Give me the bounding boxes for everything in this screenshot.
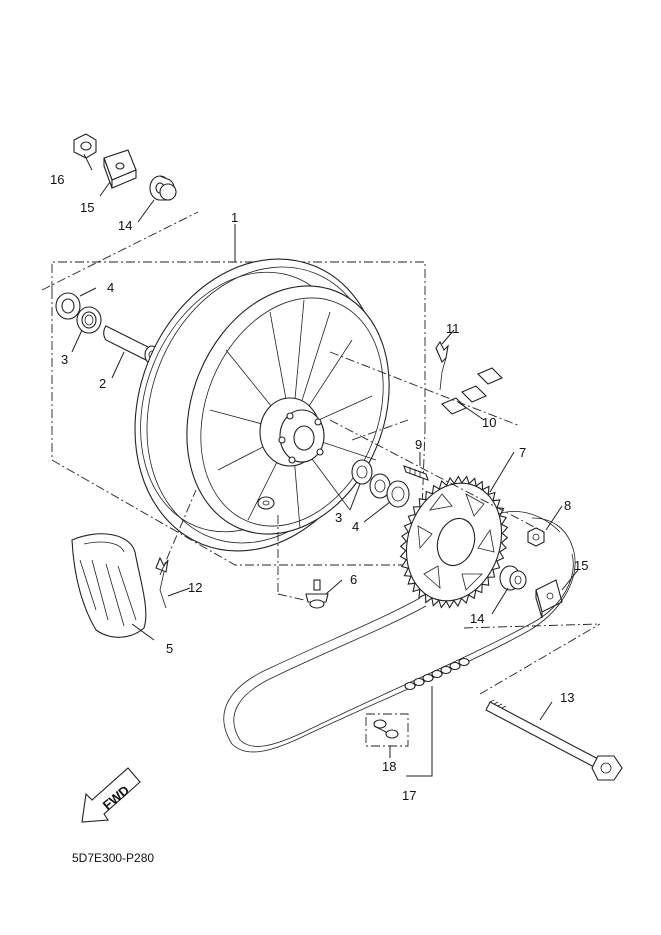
sprocket-part-7[interactable] bbox=[392, 471, 517, 614]
assembly-boundary bbox=[41, 211, 426, 566]
bearing-part-3-right[interactable] bbox=[351, 459, 373, 485]
balance-clip-part-11[interactable] bbox=[435, 340, 449, 391]
leader-lines bbox=[71, 153, 579, 777]
chain-link bbox=[431, 669, 443, 679]
chain-link bbox=[404, 681, 416, 691]
callout-3-left: 3 bbox=[61, 352, 68, 367]
callout-15-top: 15 bbox=[80, 200, 94, 215]
callout-13: 13 bbox=[560, 690, 574, 705]
tire-part-5[interactable] bbox=[71, 533, 147, 638]
callout-16: 16 bbox=[50, 172, 64, 187]
callout-4-left: 4 bbox=[107, 280, 114, 295]
callout-10: 10 bbox=[482, 415, 496, 430]
adjuster-part-15-top[interactable] bbox=[103, 149, 137, 189]
oil-seal-part-4-left[interactable] bbox=[55, 292, 81, 320]
callout-17: 17 bbox=[402, 788, 416, 803]
nut-part-16[interactable] bbox=[73, 133, 97, 159]
callout-12: 12 bbox=[188, 580, 202, 595]
callout-1: 1 bbox=[231, 210, 238, 225]
callout-18: 18 bbox=[382, 759, 396, 774]
callout-labels: 1 2 3 3 4 4 5 6 7 8 9 10 11 12 13 14 14 … bbox=[50, 172, 588, 803]
callout-9: 9 bbox=[415, 437, 422, 452]
reference-lines bbox=[159, 351, 601, 695]
bearing-part-3-left[interactable] bbox=[76, 306, 102, 334]
chain-link bbox=[422, 673, 434, 683]
balance-weight-part-10[interactable] bbox=[441, 367, 503, 415]
chain-joint-part-18[interactable] bbox=[365, 713, 409, 747]
chain-links-detail bbox=[404, 657, 470, 691]
callout-7: 7 bbox=[519, 445, 526, 460]
rear-wheel-part-1[interactable] bbox=[92, 222, 425, 589]
callout-6: 6 bbox=[350, 572, 357, 587]
callout-2: 2 bbox=[99, 376, 106, 391]
sprocket-cutouts bbox=[417, 493, 495, 591]
callout-15-right: 15 bbox=[574, 558, 588, 573]
collar-part-14-top[interactable] bbox=[149, 175, 177, 201]
callout-14-right: 14 bbox=[470, 611, 484, 626]
wheel-axle-part-13[interactable] bbox=[485, 699, 623, 781]
stud-bolt-part-9[interactable] bbox=[403, 465, 429, 481]
diagram-code: 5D7E300-P280 bbox=[72, 851, 154, 865]
callout-3-right: 3 bbox=[335, 510, 342, 525]
chain-link bbox=[440, 665, 452, 675]
clip-part-12[interactable] bbox=[155, 556, 169, 609]
callout-4-right: 4 bbox=[352, 519, 359, 534]
drive-chain-part-17[interactable] bbox=[223, 511, 576, 753]
chain-link bbox=[458, 657, 470, 667]
nut-part-8[interactable] bbox=[527, 527, 545, 547]
callout-11: 11 bbox=[446, 321, 460, 336]
chain-link bbox=[413, 677, 425, 687]
valve-hole bbox=[257, 496, 275, 510]
tire-valve-part-6[interactable] bbox=[305, 579, 329, 609]
callout-5: 5 bbox=[166, 641, 173, 656]
chain-link bbox=[449, 661, 461, 671]
wheel-hub bbox=[259, 397, 325, 467]
adjuster-part-15-right[interactable] bbox=[535, 579, 563, 619]
callout-14-top: 14 bbox=[118, 218, 132, 233]
callout-8: 8 bbox=[564, 498, 571, 513]
oil-seal-part-4-right[interactable] bbox=[386, 480, 410, 508]
forward-direction-arrow: FWD bbox=[81, 767, 141, 823]
collar-part-14-right[interactable] bbox=[499, 565, 527, 591]
